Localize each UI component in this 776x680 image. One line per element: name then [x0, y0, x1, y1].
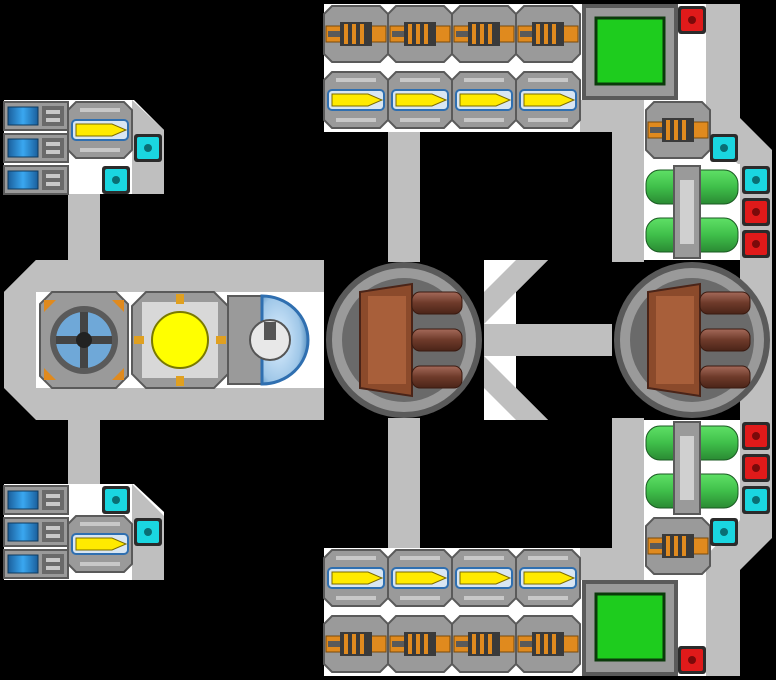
- rear-cannon-turret-icon[interactable]: [613, 261, 771, 419]
- red-port-icon[interactable]: [742, 198, 770, 226]
- missile-launcher-icon[interactable]: [387, 549, 453, 607]
- battery-cell-icon[interactable]: [3, 133, 69, 163]
- cyan-port-icon[interactable]: [710, 518, 738, 546]
- missile-launcher-wing-bottom-icon[interactable]: [67, 515, 133, 573]
- autocannon-icon[interactable]: [515, 5, 581, 63]
- autocannon-icon[interactable]: [387, 5, 453, 63]
- cyan-port-icon[interactable]: [742, 486, 770, 514]
- red-port-icon[interactable]: [678, 6, 706, 34]
- cyan-port-icon[interactable]: [742, 166, 770, 194]
- missile-launcher-icon[interactable]: [515, 549, 581, 607]
- missile-launcher-wing-top-icon[interactable]: [67, 101, 133, 159]
- main-cannon-turret-icon[interactable]: [325, 261, 483, 419]
- battery-cell-icon[interactable]: [3, 165, 69, 195]
- missile-launcher-icon[interactable]: [451, 549, 517, 607]
- cyan-port-icon[interactable]: [134, 134, 162, 162]
- autocannon-icon[interactable]: [323, 5, 389, 63]
- corridors: [4, 4, 772, 676]
- fuel-tank-top-icon[interactable]: [643, 163, 741, 261]
- cyan-port-icon[interactable]: [102, 486, 130, 514]
- control-screen-bottom-icon[interactable]: [580, 578, 680, 678]
- battery-cell-icon[interactable]: [3, 517, 69, 547]
- missile-launcher-icon[interactable]: [515, 71, 581, 129]
- reactor-core-icon[interactable]: [131, 291, 229, 389]
- missile-launcher-icon[interactable]: [323, 549, 389, 607]
- autocannon-icon[interactable]: [323, 615, 389, 673]
- red-port-icon[interactable]: [742, 422, 770, 450]
- battery-cell-icon[interactable]: [3, 485, 69, 515]
- red-port-icon[interactable]: [742, 454, 770, 482]
- red-port-icon[interactable]: [742, 230, 770, 258]
- cyan-port-icon[interactable]: [134, 518, 162, 546]
- autocannon-icon[interactable]: [451, 615, 517, 673]
- cyan-port-icon[interactable]: [710, 134, 738, 162]
- autocannon-icon[interactable]: [387, 615, 453, 673]
- cyan-port-icon[interactable]: [102, 166, 130, 194]
- fuel-tank-bottom-icon[interactable]: [643, 419, 741, 517]
- control-screen-top-icon[interactable]: [580, 2, 680, 102]
- red-port-icon[interactable]: [678, 646, 706, 674]
- autocannon-icon[interactable]: [515, 615, 581, 673]
- autocannon-side-top-icon[interactable]: [645, 101, 711, 159]
- battery-cell-icon[interactable]: [3, 101, 69, 131]
- missile-launcher-icon[interactable]: [323, 71, 389, 129]
- missile-launcher-icon[interactable]: [387, 71, 453, 129]
- shield-generator-icon[interactable]: [227, 294, 310, 386]
- missile-launcher-icon[interactable]: [451, 71, 517, 129]
- autocannon-side-bottom-icon[interactable]: [645, 517, 711, 575]
- radar-dish-icon[interactable]: [39, 291, 129, 389]
- autocannon-icon[interactable]: [451, 5, 517, 63]
- battery-cell-icon[interactable]: [3, 549, 69, 579]
